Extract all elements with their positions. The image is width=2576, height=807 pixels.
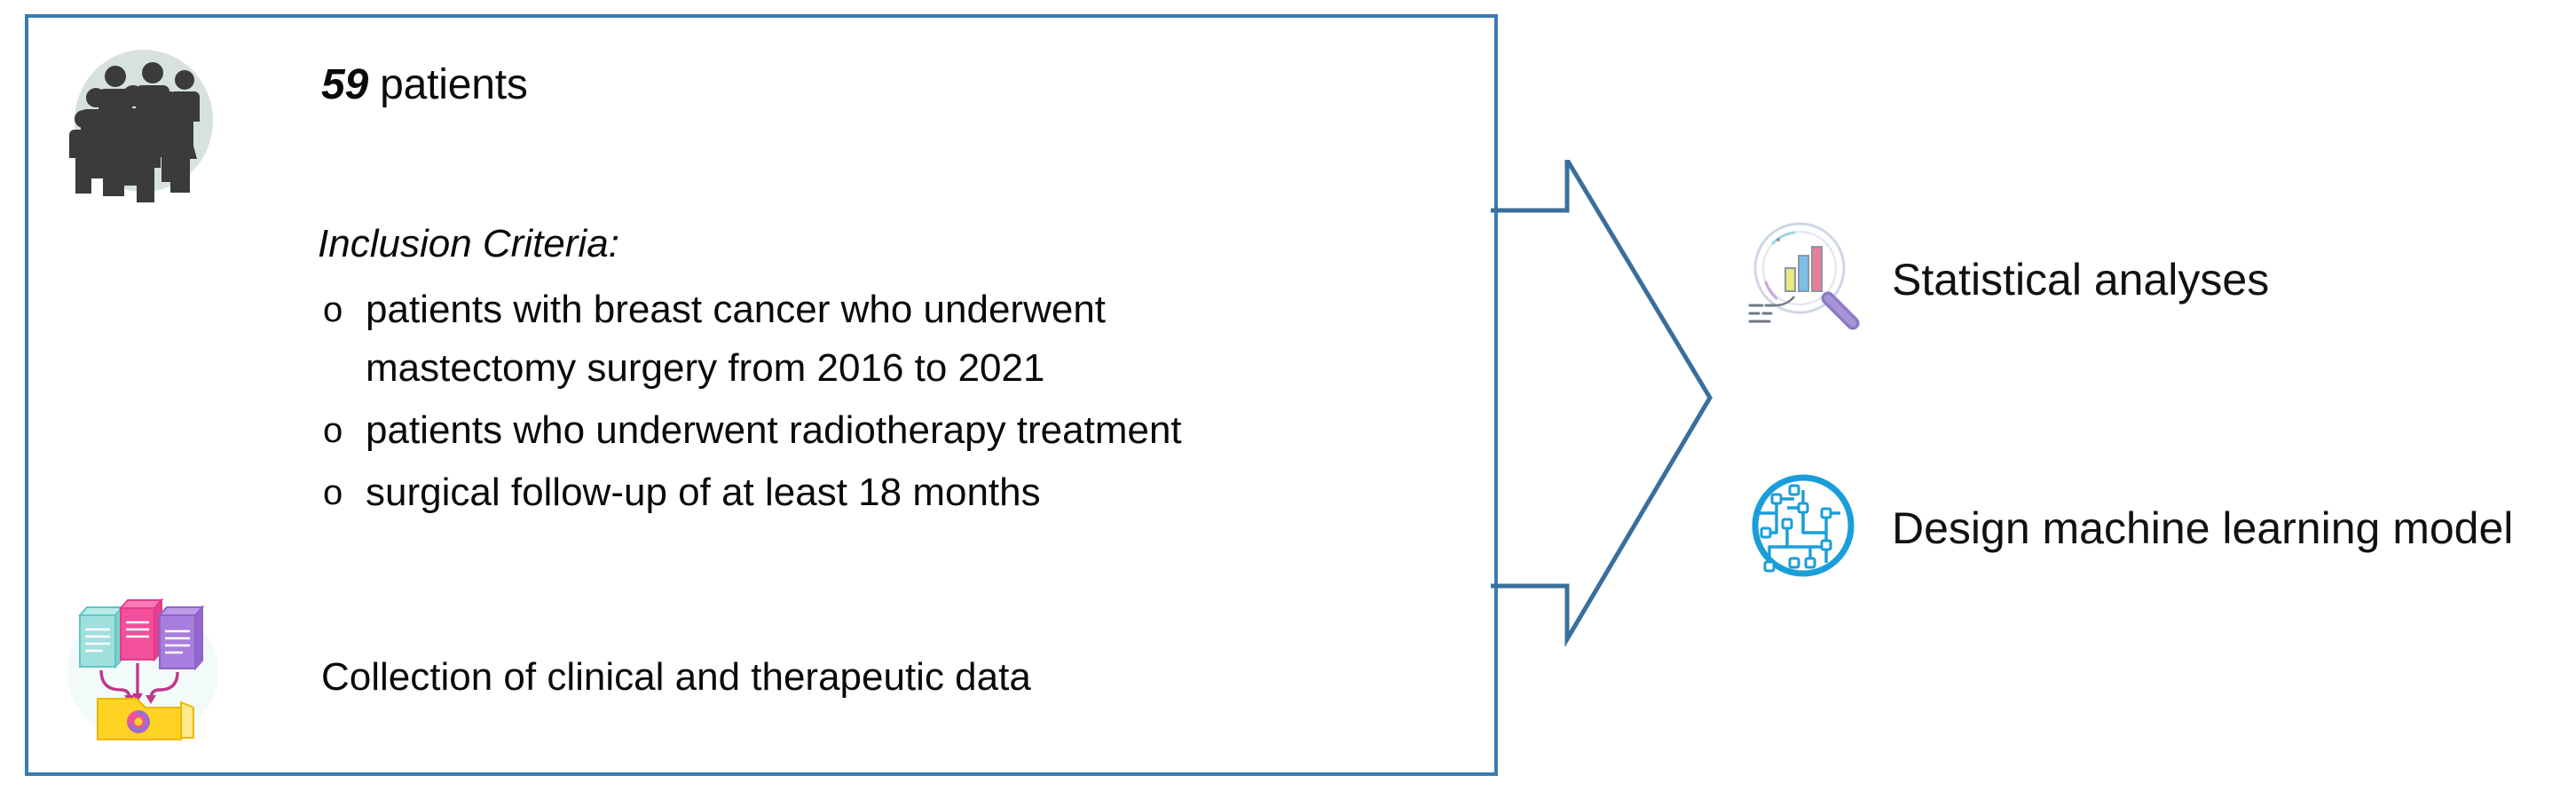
inclusion-criteria-list: o patients with breast cancer who underw… bbox=[318, 281, 1471, 526]
criteria-text: patients who underwent radiotherapy trea… bbox=[366, 401, 1182, 460]
patient-count: 59 bbox=[321, 61, 368, 108]
group-of-people-icon bbox=[64, 43, 224, 205]
criteria-line-1: surgical follow-up of at least 18 months bbox=[366, 471, 1041, 514]
criteria-line-2: mastectomy surgery from 2016 to 2021 bbox=[366, 346, 1045, 390]
output-label: Statistical analyses bbox=[1892, 255, 2270, 305]
output-label: Design machine learning model bbox=[1892, 503, 2514, 553]
list-item: o patients who underwent radiotherapy tr… bbox=[318, 401, 1471, 460]
list-item: o patients with breast cancer who underw… bbox=[318, 281, 1471, 398]
criteria-text: surgical follow-up of at least 18 months bbox=[366, 463, 1041, 522]
output-statistical-analyses: Statistical analyses bbox=[1739, 213, 2269, 346]
list-item: o surgical follow-up of at least 18 mont… bbox=[318, 463, 1471, 522]
bullet-glyph: o bbox=[323, 411, 343, 450]
output-machine-learning: Design machine learning model bbox=[1739, 462, 2513, 595]
cohort-headline: 59 patients bbox=[321, 60, 528, 109]
criteria-line-1: patients with breast cancer who underwen… bbox=[366, 288, 1107, 331]
study-cohort-box: 59 patients Inclusion Criteria: o patien… bbox=[25, 14, 1498, 776]
criteria-line-1: patients who underwent radiotherapy trea… bbox=[366, 408, 1182, 452]
documents-to-folder-icon bbox=[66, 590, 221, 746]
collection-label: Collection of clinical and therapeutic d… bbox=[321, 655, 1031, 699]
circuit-brain-ai-icon bbox=[1739, 462, 1872, 595]
inclusion-criteria-heading: Inclusion Criteria: bbox=[318, 222, 619, 265]
right-arrow-connector bbox=[1491, 160, 1713, 648]
bullet-glyph: o bbox=[323, 473, 343, 512]
patient-count-label: patients bbox=[368, 61, 528, 108]
bullet-glyph: o bbox=[323, 290, 343, 329]
criteria-text: patients with breast cancer who underwen… bbox=[366, 281, 1106, 398]
magnifier-bar-chart-icon bbox=[1739, 213, 1872, 346]
